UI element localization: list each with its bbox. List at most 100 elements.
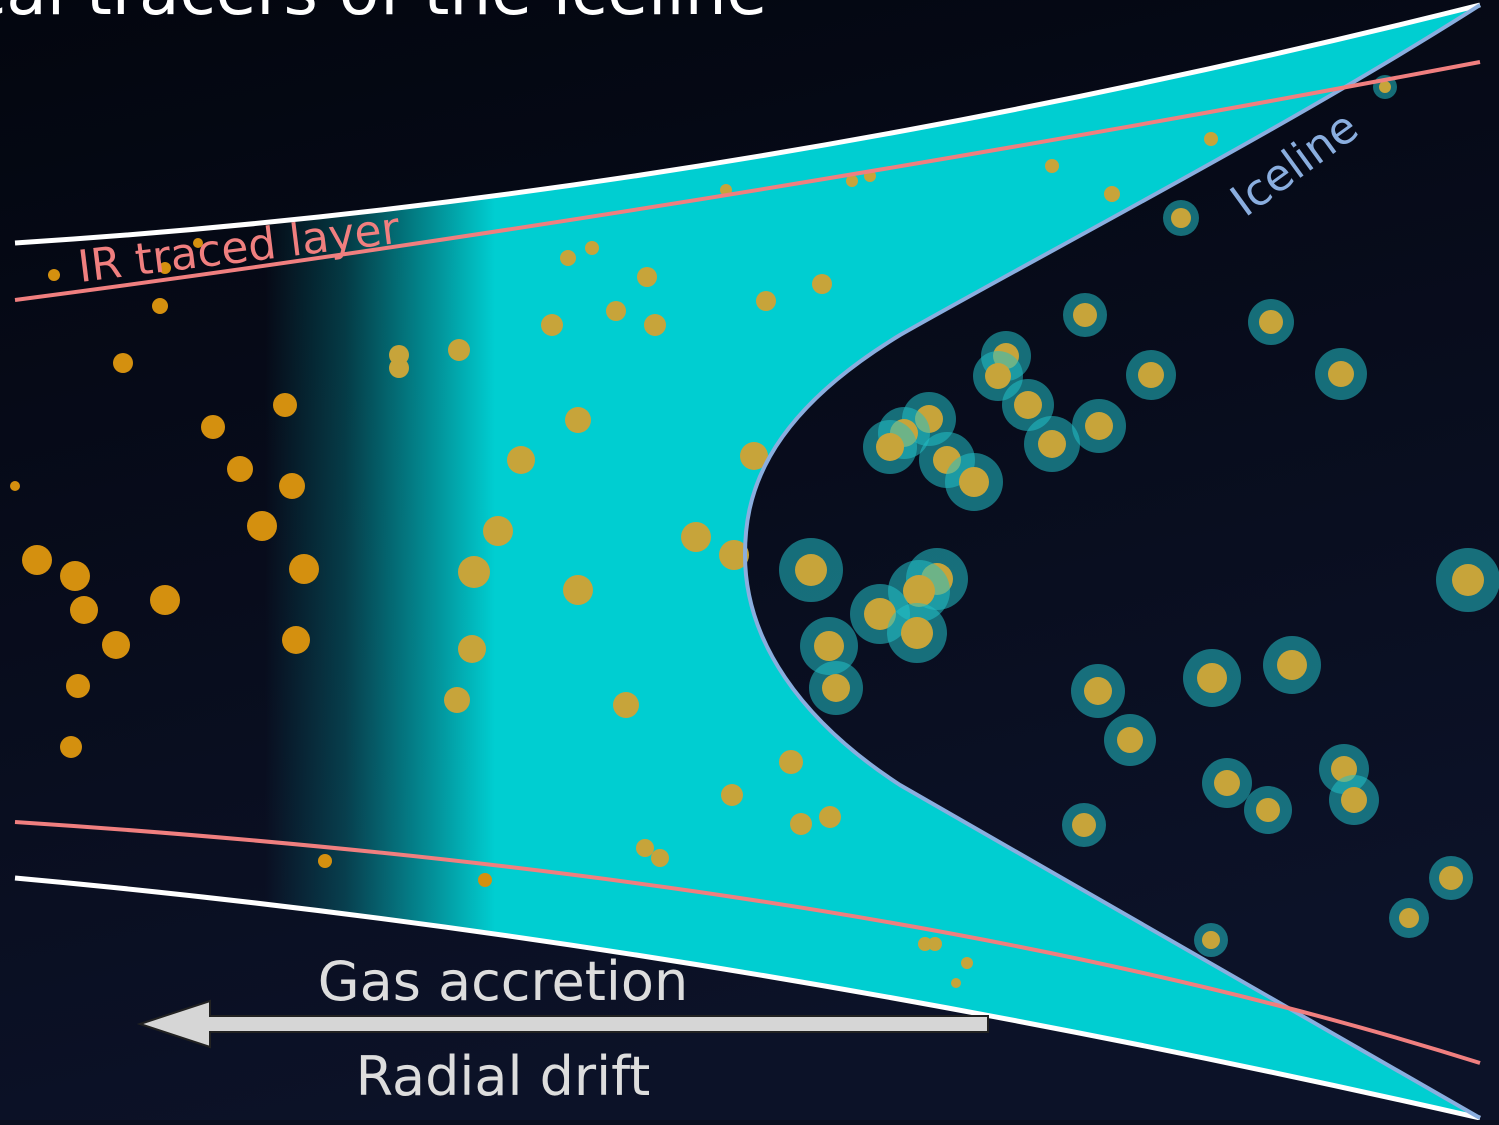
dust-grain bbox=[651, 849, 669, 867]
dust-grain bbox=[150, 585, 180, 615]
dust-grain bbox=[159, 262, 171, 274]
ice-coated-grain-core bbox=[1328, 361, 1354, 387]
ice-coated-grain-core bbox=[1277, 650, 1307, 680]
ice-coated-grain-core bbox=[959, 467, 989, 497]
dust-grain bbox=[560, 250, 576, 266]
ir-layer-line-bottom bbox=[14, 820, 1481, 1065]
ice-coated-grain-core bbox=[1256, 798, 1280, 822]
dust-grain bbox=[1045, 159, 1059, 173]
ice-coated-grain-core bbox=[1085, 412, 1113, 440]
ice-coated-grain-core bbox=[1259, 310, 1283, 334]
dust-grain bbox=[563, 575, 593, 605]
dust-grain bbox=[740, 442, 768, 470]
dust-grain bbox=[928, 937, 942, 951]
dust-grain bbox=[812, 274, 832, 294]
ice-coated-grain-core bbox=[814, 631, 844, 661]
dust-grain bbox=[918, 937, 932, 951]
dust-grain bbox=[585, 241, 599, 255]
dust-grain bbox=[247, 511, 277, 541]
ice-coated-grain-core bbox=[1014, 391, 1042, 419]
ice-coated-grain-core bbox=[1084, 677, 1112, 705]
ice-coated-grain-core bbox=[876, 433, 904, 461]
ice-coated-grain-core bbox=[1202, 931, 1220, 949]
dust-grain bbox=[951, 978, 961, 988]
dust-grain bbox=[756, 291, 776, 311]
dust-grain bbox=[565, 407, 591, 433]
dust-grain bbox=[478, 873, 492, 887]
dust-grain bbox=[721, 784, 743, 806]
ice-coated-grain-core bbox=[1117, 727, 1143, 753]
dust-grain bbox=[282, 626, 310, 654]
dust-grain bbox=[66, 674, 90, 698]
disk-surface-bottom bbox=[14, 875, 1481, 1121]
dust-grain bbox=[1204, 132, 1218, 146]
title-fragment: cal tracers of the iceline bbox=[0, 0, 767, 30]
dust-grain bbox=[113, 353, 133, 373]
dust-grain bbox=[48, 269, 60, 281]
ice-coated-grain-core bbox=[1138, 362, 1164, 388]
ice-coated-grain-core bbox=[903, 575, 935, 607]
ice-coated-grain-core bbox=[864, 598, 896, 630]
dust-grain bbox=[458, 635, 486, 663]
dust-grain bbox=[636, 839, 654, 857]
dust-grain bbox=[318, 854, 332, 868]
dust-grain bbox=[681, 522, 711, 552]
ir-layer-line-top bbox=[14, 60, 1481, 302]
ice-region bbox=[495, 5, 1480, 1118]
dust-grain bbox=[1104, 186, 1120, 202]
dust-grain bbox=[606, 301, 626, 321]
dust-grain bbox=[541, 314, 563, 336]
dust-grain bbox=[483, 516, 513, 546]
dust-grain bbox=[152, 298, 168, 314]
dust-grain bbox=[779, 750, 803, 774]
dust-grain bbox=[273, 393, 297, 417]
ice-coated-grain-core bbox=[1399, 908, 1419, 928]
dust-grain bbox=[102, 631, 130, 659]
dust-grain bbox=[644, 314, 666, 336]
dust-grain bbox=[279, 473, 305, 499]
ice-coated-grain-core bbox=[1197, 663, 1227, 693]
dust-grains bbox=[10, 75, 1499, 988]
dust-grain bbox=[22, 545, 52, 575]
ice-coated-grain-core bbox=[1038, 430, 1066, 458]
dust-grain bbox=[613, 692, 639, 718]
dust-grain bbox=[201, 415, 225, 439]
dust-grain bbox=[289, 554, 319, 584]
iceline-curve bbox=[742, 3, 1482, 1120]
dust-grain bbox=[10, 481, 20, 491]
dust-grain bbox=[846, 175, 858, 187]
ice-coated-grain-core bbox=[1072, 813, 1096, 837]
ice-coated-grain-core bbox=[1341, 787, 1367, 813]
dust-grain bbox=[790, 813, 812, 835]
dust-grain bbox=[70, 596, 98, 624]
dust-grain bbox=[389, 358, 409, 378]
ice-coated-grain-core bbox=[1214, 770, 1240, 796]
accretion-arrow bbox=[136, 999, 989, 1049]
dust-grain bbox=[961, 957, 973, 969]
ice-coated-grain-core bbox=[795, 554, 827, 586]
ice-coated-grain-core bbox=[1171, 208, 1191, 228]
ice-coated-grain-core bbox=[985, 363, 1011, 389]
dust-grain bbox=[444, 687, 470, 713]
dust-grain bbox=[60, 736, 82, 758]
dust-grain bbox=[637, 267, 657, 287]
dust-grain bbox=[193, 238, 203, 248]
dust-grain bbox=[719, 540, 749, 570]
ice-coated-grain-core bbox=[1439, 866, 1463, 890]
disk-surface-top bbox=[14, 2, 1481, 246]
radial-drift-label: Radial drift bbox=[356, 1045, 651, 1108]
ice-coated-grain-core bbox=[1379, 81, 1391, 93]
dust-grain bbox=[819, 806, 841, 828]
gas-accretion-label: Gas accretion bbox=[318, 950, 688, 1013]
ice-coated-grain-core bbox=[1452, 564, 1484, 596]
dust-grain bbox=[458, 556, 490, 588]
dust-grain bbox=[507, 446, 535, 474]
dust-grain bbox=[227, 456, 253, 482]
ice-coated-grain-core bbox=[1073, 303, 1097, 327]
ice-coated-grain-core bbox=[822, 674, 850, 702]
dust-grain bbox=[448, 339, 470, 361]
dust-grain bbox=[60, 561, 90, 591]
ice-coated-grain-core bbox=[901, 617, 933, 649]
